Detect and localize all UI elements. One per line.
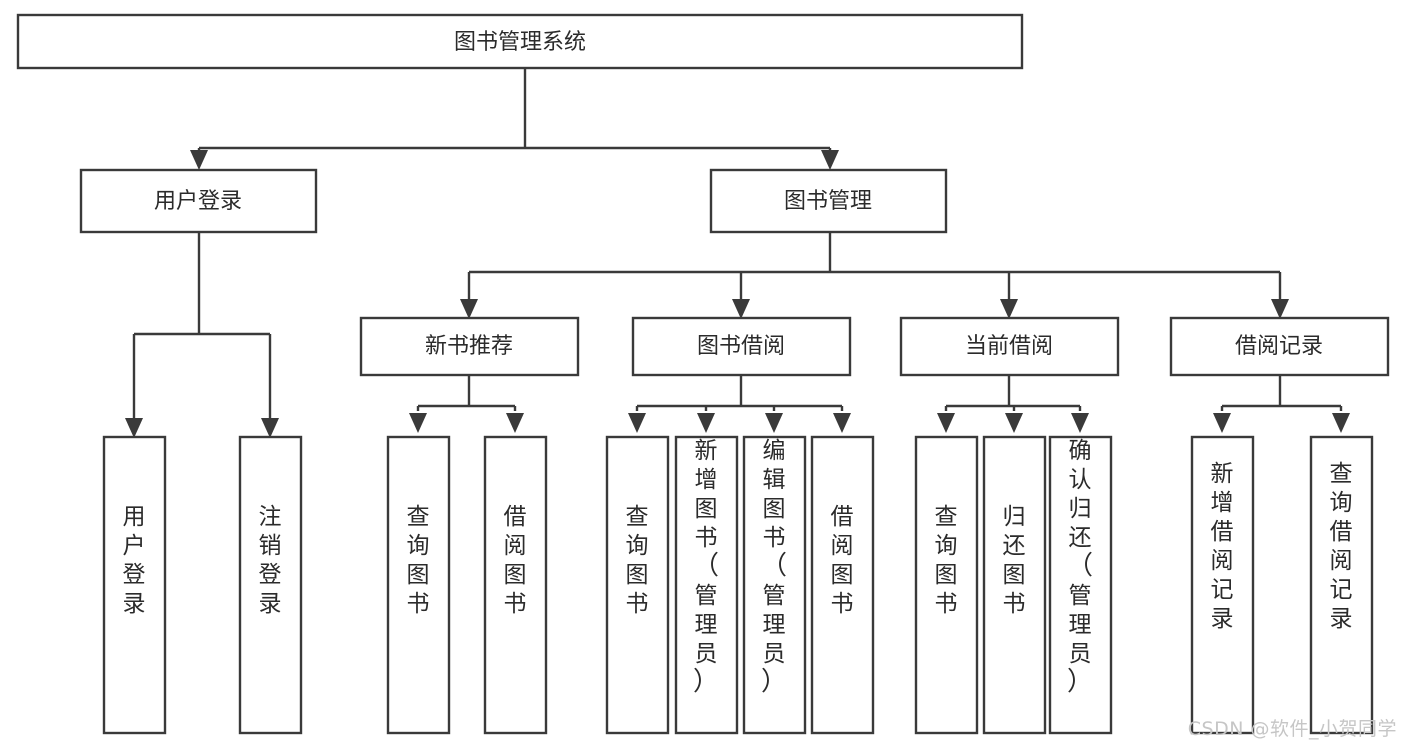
- leaf-add-book-box[interactable]: [674, 435, 739, 735]
- arrow-to-current-borrow: [1000, 299, 1018, 319]
- connector-layer: [125, 68, 1350, 438]
- leaf-confirm-return-label: 确认归还（管理员）: [1067, 438, 1093, 697]
- node-borrow-record[interactable]: 借阅记录: [1169, 316, 1390, 377]
- node-leaf-user-login[interactable]: 用户登录: [102, 435, 167, 735]
- node-leaf-add-record[interactable]: 新增借阅记录: [1190, 435, 1255, 735]
- node-book-borrow[interactable]: 图书借阅: [631, 316, 852, 377]
- borrow-record-box[interactable]: [1169, 316, 1390, 377]
- leaf-query-record-box[interactable]: [1309, 435, 1374, 735]
- arrow-to-leaf-borrow-book-1: [506, 413, 524, 433]
- arrow-to-leaf-return-book: [1005, 413, 1023, 433]
- arrow-to-user-login: [190, 150, 208, 170]
- leaf-edit-book-label: 编辑图书（管理员）: [761, 438, 787, 697]
- arrow-to-book-borrow: [732, 299, 750, 319]
- current-borrow-box[interactable]: [899, 316, 1120, 377]
- leaf-query-book-2-label: 查询图书: [626, 504, 649, 617]
- leaf-return-book-label: 归还图书: [1003, 504, 1026, 617]
- node-leaf-add-book[interactable]: 新增图书（管理员）: [674, 435, 739, 735]
- new-book-recommend-label: 新书推荐: [425, 334, 513, 359]
- user-login-label: 用户登录: [154, 189, 242, 214]
- current-borrow-label: 当前借阅: [965, 334, 1053, 359]
- node-current-borrow[interactable]: 当前借阅: [899, 316, 1120, 377]
- node-leaf-confirm-return[interactable]: 确认归还（管理员）: [1048, 435, 1113, 735]
- book-borrow-label: 图书借阅: [697, 334, 785, 359]
- leaf-query-book-3-label: 查询图书: [935, 504, 958, 617]
- book-borrow-box[interactable]: [631, 316, 852, 377]
- leaf-logout-label: 注销登录: [259, 504, 282, 617]
- leaf-user-login-box[interactable]: [102, 435, 167, 735]
- node-leaf-query-record[interactable]: 查询借阅记录: [1309, 435, 1374, 735]
- book-management-label: 图书管理: [784, 189, 872, 214]
- node-leaf-query-book-1[interactable]: 查询图书: [386, 435, 451, 735]
- node-leaf-query-book-3[interactable]: 查询图书: [914, 435, 979, 735]
- arrow-to-leaf-add-record: [1213, 413, 1231, 433]
- arrow-to-leaf-query-book-1: [409, 413, 427, 433]
- leaf-query-book-1-label: 查询图书: [407, 504, 430, 617]
- leaf-borrow-book-2-box[interactable]: [810, 435, 875, 735]
- leaf-add-book-label: 新增图书（管理员）: [693, 438, 719, 697]
- node-leaf-borrow-book-1[interactable]: 借阅图书: [483, 435, 548, 735]
- arrow-to-leaf-user-login: [125, 418, 143, 438]
- leaf-edit-book-box[interactable]: [742, 435, 807, 735]
- arrow-to-new-book-recommend: [460, 299, 478, 319]
- leaf-logout-box[interactable]: [238, 435, 303, 735]
- leaf-add-record-label: 新增借阅记录: [1211, 461, 1234, 632]
- leaf-add-record-box[interactable]: [1190, 435, 1255, 735]
- arrow-to-book-management: [821, 150, 839, 170]
- node-book-management[interactable]: 图书管理: [709, 168, 948, 234]
- arrow-to-leaf-edit-book: [765, 413, 783, 433]
- arrow-to-leaf-borrow-book-2: [833, 413, 851, 433]
- connector-borrowrecord-to-leaves: [1220, 375, 1343, 411]
- leaf-query-book-3-box[interactable]: [914, 435, 979, 735]
- leaf-borrow-book-2-label: 借阅图书: [831, 504, 854, 617]
- leaf-query-book-1-box[interactable]: [386, 435, 451, 735]
- node-leaf-borrow-book-2[interactable]: 借阅图书: [810, 435, 875, 735]
- connector-newbook-to-leaves: [416, 375, 517, 411]
- arrow-to-leaf-add-book: [697, 413, 715, 433]
- arrow-to-leaf-query-book-3: [937, 413, 955, 433]
- leaf-query-record-label: 查询借阅记录: [1330, 461, 1353, 632]
- arrow-to-leaf-query-record: [1332, 413, 1350, 433]
- node-leaf-edit-book[interactable]: 编辑图书（管理员）: [742, 435, 807, 735]
- node-root[interactable]: 图书管理系统: [16, 13, 1024, 70]
- root-label: 图书管理系统: [454, 30, 586, 55]
- connector-bookmanagement-to-level3: [467, 232, 1282, 303]
- leaf-return-book-box[interactable]: [982, 435, 1047, 735]
- borrow-record-label: 借阅记录: [1235, 334, 1323, 359]
- leaf-user-login-label: 用户登录: [123, 504, 146, 617]
- leaf-borrow-book-1-box[interactable]: [483, 435, 548, 735]
- arrow-to-leaf-query-book-2: [628, 413, 646, 433]
- leaf-confirm-return-box[interactable]: [1048, 435, 1113, 735]
- leaf-borrow-book-1-label: 借阅图书: [504, 504, 527, 617]
- node-leaf-query-book-2[interactable]: 查询图书: [605, 435, 670, 735]
- arrow-to-leaf-confirm-return: [1071, 413, 1089, 433]
- root-box[interactable]: [16, 13, 1024, 70]
- node-user-login[interactable]: 用户登录: [79, 168, 318, 234]
- node-new-book-recommend[interactable]: 新书推荐: [359, 316, 580, 377]
- connector-userlogin-to-leaves: [132, 232, 272, 422]
- node-leaf-return-book[interactable]: 归还图书: [982, 435, 1047, 735]
- user-login-box[interactable]: [79, 168, 318, 234]
- arrow-to-borrow-record: [1271, 299, 1289, 319]
- new-book-recommend-box[interactable]: [359, 316, 580, 377]
- node-leaf-logout[interactable]: 注销登录: [238, 435, 303, 735]
- connector-bookborrow-to-leaves: [635, 375, 844, 411]
- leaf-query-book-2-box[interactable]: [605, 435, 670, 735]
- connector-currentborrow-to-leaves: [944, 375, 1082, 411]
- book-management-box[interactable]: [709, 168, 948, 234]
- arrow-to-leaf-logout: [261, 418, 279, 438]
- connector-root-to-level2: [197, 68, 832, 155]
